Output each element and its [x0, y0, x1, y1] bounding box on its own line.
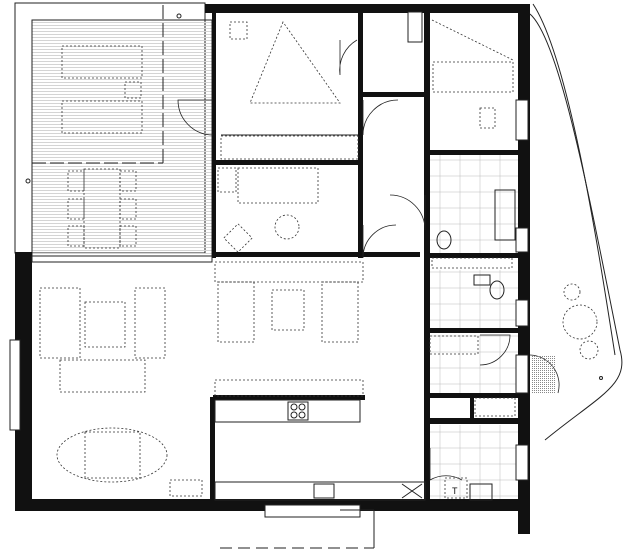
doors	[177, 39, 560, 481]
bedroom-1	[220, 21, 359, 160]
kitchen	[214, 399, 426, 501]
living-area	[39, 261, 364, 497]
windows	[9, 11, 529, 518]
terrace	[14, 2, 213, 259]
toilet-icon	[436, 230, 452, 250]
garden	[220, 3, 623, 549]
sun-lounger	[61, 100, 143, 134]
cooktop-icon	[287, 401, 309, 421]
toilet-icon	[489, 280, 505, 300]
sun-lounger	[61, 45, 143, 79]
dining-table	[84, 301, 126, 348]
study-room	[217, 167, 319, 253]
round-table	[56, 427, 168, 483]
bathroom: T	[429, 189, 516, 501]
outdoor-table	[83, 168, 121, 249]
washbasin-icon	[469, 483, 493, 501]
sink-icon	[313, 483, 335, 499]
bedroom-2	[431, 19, 514, 129]
dryer-label: T	[452, 486, 458, 496]
